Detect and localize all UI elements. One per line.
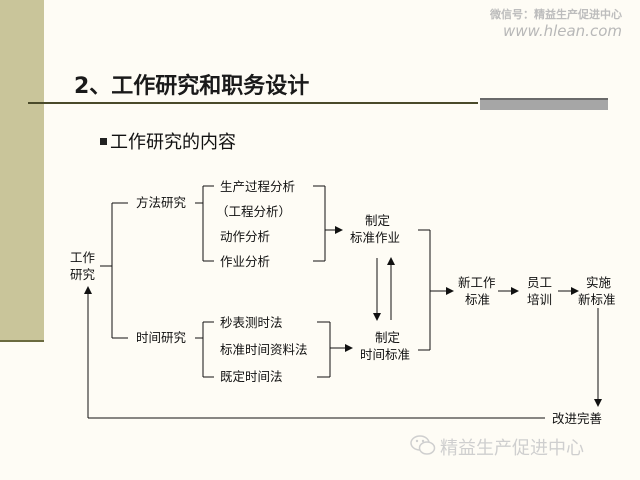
time-item-1: 秒表测时法 [220,315,283,330]
root-label-1: 工作 [70,250,96,265]
left-decor-line [0,340,44,342]
subtitle: 工作研究的内容 [100,128,236,154]
std-work-label-2: 标准作业 [350,230,400,245]
watermark-url: www.hlean.com [502,22,622,40]
time-study-label: 时间研究 [136,330,187,345]
watermark-top: 微信号：精益生产促进中心 www.hlean.com [490,6,622,40]
method-item-1: 生产过程分析 [220,179,295,194]
std-time-label-1: 制定 [375,330,400,345]
method-item-3: 动作分析 [220,229,270,244]
root-label-2: 研究 [70,267,96,282]
new-std-label-2: 标准 [465,292,490,307]
title-band [480,100,608,110]
subtitle-text: 工作研究的内容 [110,132,236,153]
method-item-4: 作业分析 [220,254,270,269]
title-underline [28,102,478,104]
watermark-wechat: 微信号：精益生产促进中心 [490,8,622,21]
improve-label: 改进完善 [552,411,602,426]
new-std-label-1: 新工作 [458,275,496,290]
implement-label-2: 新标准 [578,292,616,307]
std-time-label-2: 时间标准 [360,347,410,362]
method-item-2: （工程分析） [216,204,291,219]
training-label-2: 培训 [527,292,552,307]
slide-title: 2、工作研究和职务设计 [74,74,310,99]
bullet-icon [100,137,107,145]
title-band-edge [480,98,608,100]
method-study-label: 方法研究 [136,195,187,210]
left-decor-bar [0,0,44,340]
std-work-label-1: 制定 [365,213,390,228]
time-item-3: 既定时间法 [220,369,283,384]
implement-label-1: 实施 [586,275,612,290]
time-item-2: 标准时间资料法 [220,342,308,357]
training-label-1: 员工 [527,275,552,290]
watermark-bottom: 精益生产促进中心 [440,438,584,459]
wechat-icon [410,435,436,455]
